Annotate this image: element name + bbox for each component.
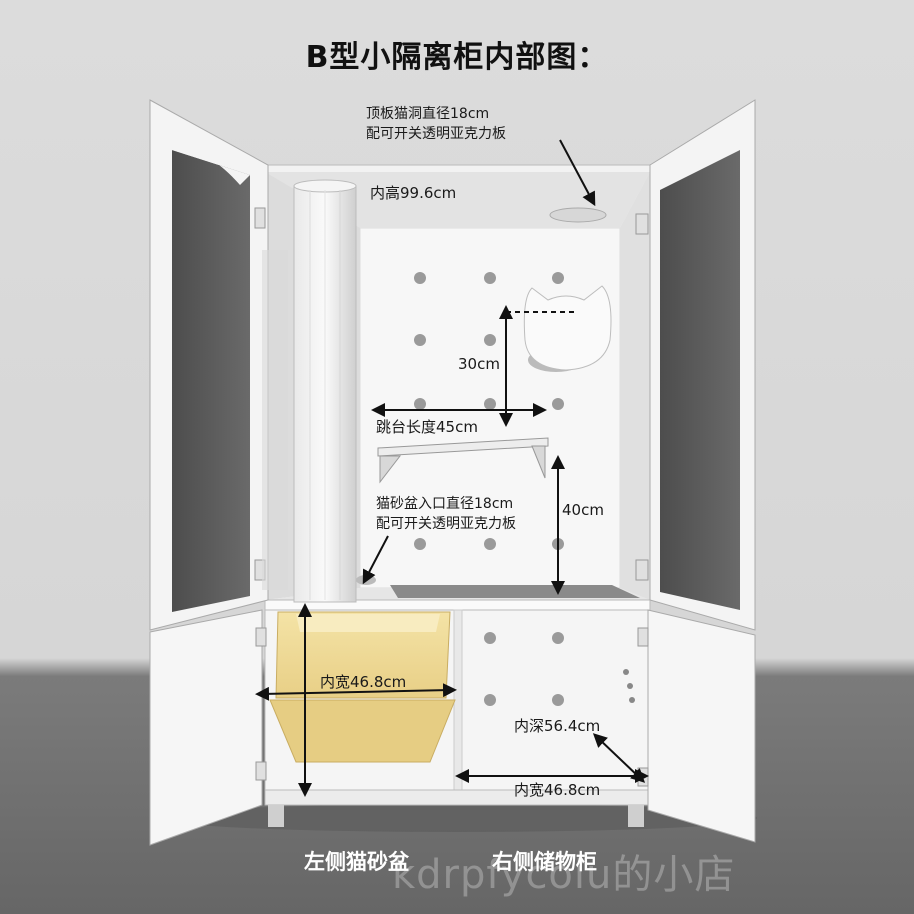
inner-depth-label: 内深56.4cm — [514, 717, 601, 735]
dim-40-label: 40cm — [562, 501, 604, 519]
right-compartment-label: 右侧储物柜 — [492, 850, 597, 874]
platform-length-label: 跳台长度45cm — [376, 418, 478, 436]
cat-head-platform — [523, 285, 612, 372]
top-hole-line1: 顶板猫洞直径18cm — [366, 106, 490, 122]
floor-shadow — [157, 804, 757, 832]
dim-30-label: 30cm — [458, 355, 500, 373]
dimension-lines — [255, 139, 649, 797]
left-compartment-label: 左侧猫砂盆 — [304, 850, 409, 874]
top-hole-arrow — [559, 139, 596, 207]
left-width-label: 内宽46.8cm — [320, 673, 407, 691]
left-door-lower — [149, 609, 267, 846]
right-door-upper — [635, 99, 756, 631]
scratch-pillar — [293, 179, 357, 603]
right-width-label: 内宽46.8cm — [514, 781, 601, 799]
left-door-upper — [149, 99, 288, 631]
litter-hole-line1: 猫砂盆入口直径18cm — [376, 496, 514, 512]
litter-hole-line2: 配可开关透明亚克力板 — [376, 516, 516, 532]
litter-hole-arrow — [362, 535, 389, 585]
top-cat-hole — [549, 207, 607, 223]
litter-box — [269, 611, 456, 763]
top-hole-line2: 配可开关透明亚克力板 — [366, 126, 506, 142]
left-width-line — [255, 683, 457, 701]
inner-height-label: 内高99.6cm — [370, 184, 457, 202]
jump-platform — [377, 437, 549, 484]
page-title: B型小隔离柜内部图： — [305, 40, 609, 75]
shop-watermark: kdrpfycoiu的小店 — [392, 852, 736, 898]
